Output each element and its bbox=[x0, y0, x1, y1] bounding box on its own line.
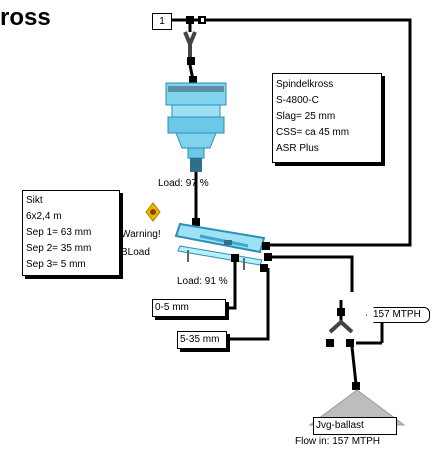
crusher-load-label: Load: 97 % bbox=[158, 178, 209, 189]
screen-info-line: Sep 3= 5 mm bbox=[23, 257, 119, 273]
screen-info-line: Sep 1= 63 mm bbox=[23, 225, 119, 241]
product-0-5-box[interactable]: 0-5 mm bbox=[152, 299, 226, 317]
crusher-info-box: Spindelkross S-4800-C Slag= 25 mm CSS= c… bbox=[272, 73, 382, 163]
screen-info-line: Sikt bbox=[23, 193, 119, 209]
cone-crusher-icon[interactable] bbox=[166, 83, 226, 172]
product-5-35-box[interactable]: 5-35 mm bbox=[177, 331, 227, 349]
crusher-info-line: Slag= 25 mm bbox=[273, 109, 381, 125]
crusher-info-line: ASR Plus bbox=[273, 141, 381, 157]
input-node[interactable]: 1 bbox=[152, 13, 172, 30]
crusher-info-line: CSS= ca 45 mm bbox=[273, 125, 381, 141]
splitter-icon bbox=[185, 16, 206, 65]
screen-load-label: Load: 91 % bbox=[177, 276, 228, 287]
warning-detail: BLoad bbox=[121, 247, 150, 258]
warning-label: Warning! bbox=[121, 229, 161, 240]
crusher-info-line: S-4800-C bbox=[273, 93, 381, 109]
flow-tag: 157 MTPH bbox=[366, 307, 430, 323]
screen-info-box: Sikt 6x2,4 m Sep 1= 63 mm Sep 2= 35 mm S… bbox=[22, 190, 120, 276]
stockpile-name-box[interactable]: Jvg-ballast bbox=[313, 417, 397, 435]
stockpile-flow-label: Flow in: 157 MTPH bbox=[295, 436, 380, 447]
warning-icon bbox=[146, 203, 160, 221]
screen-info-line: Sep 2= 35 mm bbox=[23, 241, 119, 257]
screen-icon[interactable] bbox=[176, 224, 264, 270]
screen-info-line: 6x2,4 m bbox=[23, 209, 119, 225]
crusher-info-line: Spindelkross bbox=[273, 77, 381, 93]
